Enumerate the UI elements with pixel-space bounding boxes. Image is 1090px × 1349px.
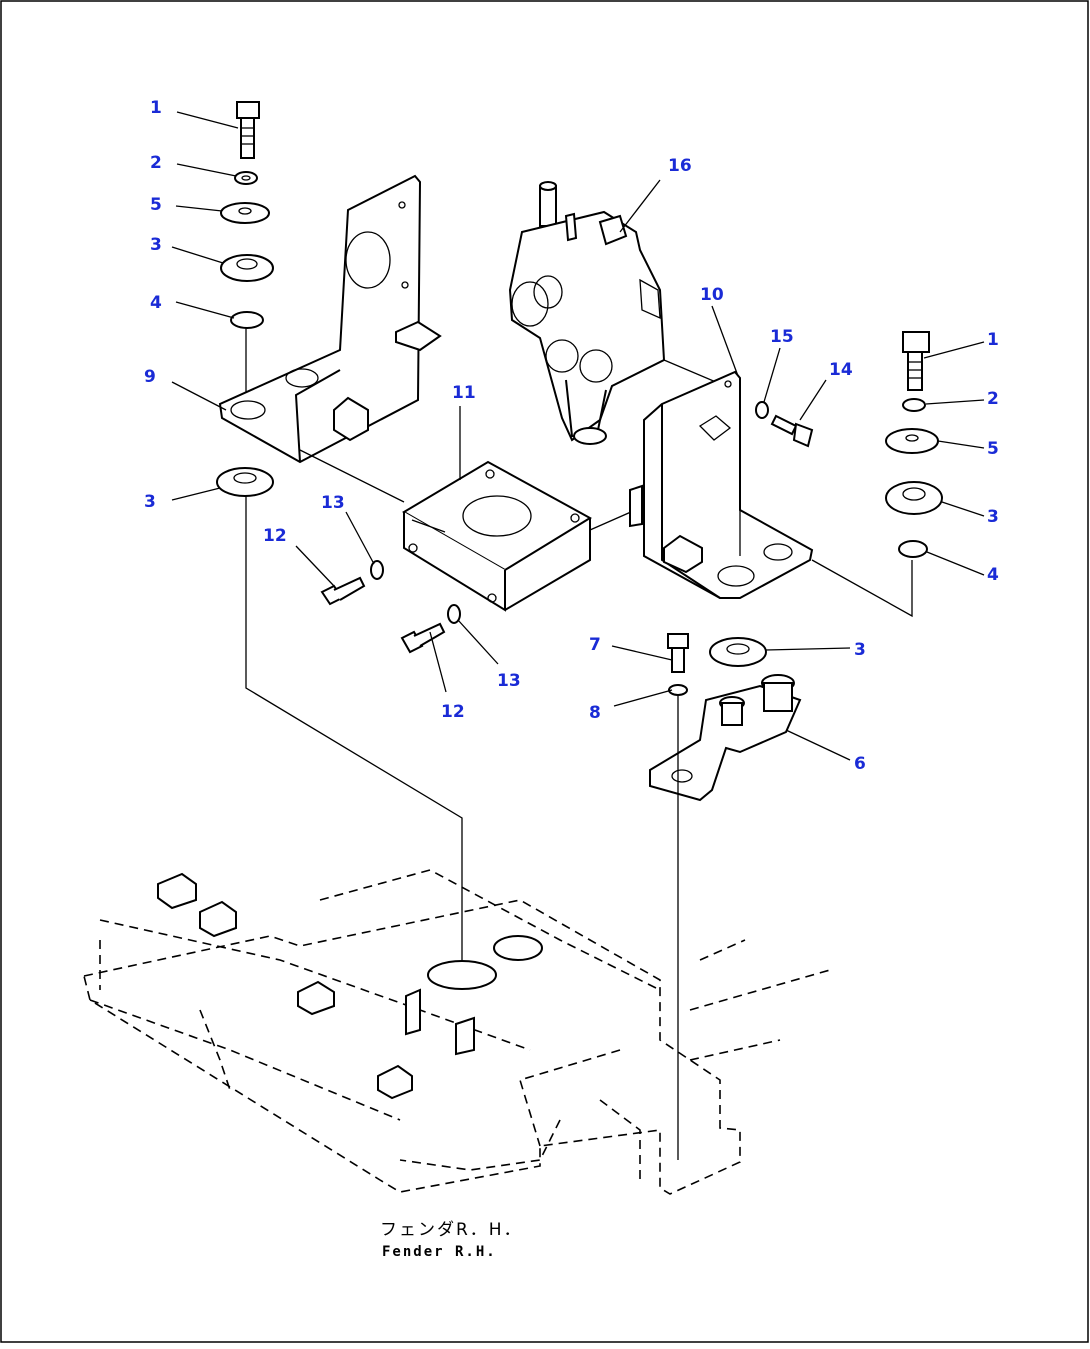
washer-5-left xyxy=(220,202,270,224)
plate-4-right xyxy=(898,540,928,558)
callout-12-right: 12 xyxy=(441,702,465,722)
caption-japanese: フェンダR．H． xyxy=(380,1220,523,1240)
washer-15 xyxy=(755,401,769,419)
callout-15: 15 xyxy=(770,327,794,347)
callout-14: 14 xyxy=(829,360,853,380)
cushion-3-left-top xyxy=(220,254,274,282)
callout-2-left: 2 xyxy=(150,153,162,173)
cushion-3-left-bottom xyxy=(216,467,274,497)
bolt-12-right xyxy=(400,622,446,654)
callout-1-left: 1 xyxy=(150,98,162,118)
bolt-1-right xyxy=(902,331,930,391)
callout-7: 7 xyxy=(589,635,601,655)
washer-8 xyxy=(668,684,688,696)
cushion-3-right xyxy=(885,481,943,515)
plate-4-left xyxy=(230,311,264,329)
callout-16: 16 xyxy=(668,156,692,176)
callout-3-lower: 3 xyxy=(854,640,866,660)
callout-2-right: 2 xyxy=(987,389,999,409)
callout-13-left: 13 xyxy=(321,493,345,513)
callout-6: 6 xyxy=(854,754,866,774)
caption-english: Fender R.H. xyxy=(382,1244,497,1260)
washer-13-left xyxy=(370,560,384,580)
callout-3-left-top: 3 xyxy=(150,235,162,255)
washer-13-right xyxy=(447,604,461,624)
callout-11: 11 xyxy=(452,383,476,403)
bolt-1-left xyxy=(236,101,260,159)
callout-1-right: 1 xyxy=(987,330,999,350)
callout-10: 10 xyxy=(700,285,724,305)
callout-13-right: 13 xyxy=(497,671,521,691)
plate-11 xyxy=(402,460,592,612)
callout-4-right: 4 xyxy=(987,565,999,585)
callout-12-left: 12 xyxy=(263,526,287,546)
bolt-12-left xyxy=(320,576,366,606)
washer-2-left xyxy=(234,171,258,185)
bracket-10 xyxy=(629,370,814,599)
washer-5-right xyxy=(885,428,939,454)
callout-3-left-bottom: 3 xyxy=(144,492,156,512)
callout-4-left: 4 xyxy=(150,293,162,313)
callout-5-right: 5 xyxy=(987,439,999,459)
callout-3-right: 3 xyxy=(987,507,999,527)
bolt-14 xyxy=(770,414,814,448)
callout-8: 8 xyxy=(589,703,601,723)
washer-2-right xyxy=(902,398,926,412)
cushion-3-lower xyxy=(709,637,767,667)
leader-lines xyxy=(171,111,985,761)
callout-5-left: 5 xyxy=(150,195,162,215)
bracket-9 xyxy=(218,174,442,464)
bolt-7 xyxy=(667,633,689,673)
bracket-6 xyxy=(649,674,802,802)
valve-16 xyxy=(508,181,666,445)
callout-9: 9 xyxy=(144,367,156,387)
fender-rh-assembly xyxy=(83,869,831,1195)
